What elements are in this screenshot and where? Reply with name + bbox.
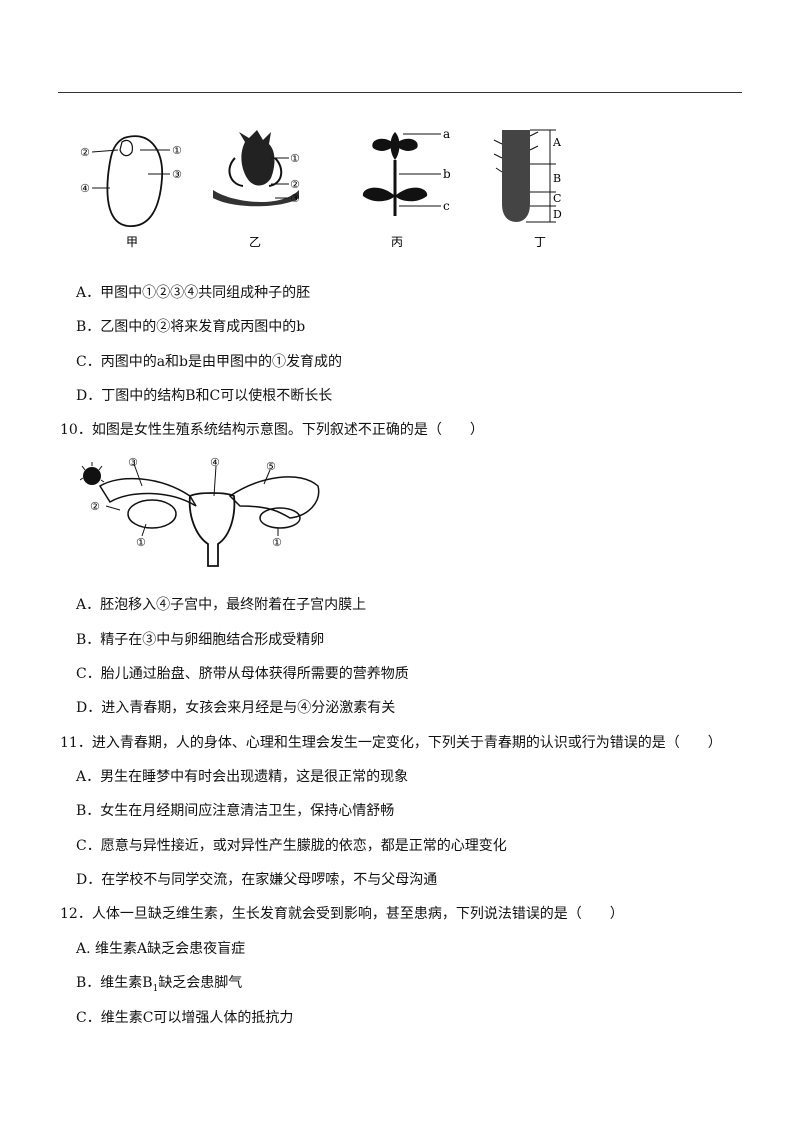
label-2: ② [90,500,100,513]
uterus [188,492,236,567]
label-3: ③ [290,192,300,205]
label-1-right: ① [272,536,282,549]
right-ovary [259,507,301,529]
q11-option-c: C．愿意与异性接近，或对异性产生朦胧的依恋，都是正常的心理变化 [76,838,507,854]
label-c: c [443,199,450,213]
q10-option-b: B．精子在③中与卵细胞结合形成受精卵 [76,632,325,648]
label-4: ④ [80,182,90,195]
q11-option-b: B．女生在月经期间应注意清洁卫生，保持心情舒畅 [76,803,395,819]
right-oviduct [228,476,320,519]
q12-option-b-suffix: 缺乏会患脚气 [158,975,243,991]
label-B: B [553,172,561,185]
caption-bing: 丙 [391,235,403,249]
q11-stem: 11．进入青春期，人的身体、心理和生理会发生一定变化，下列关于青春期的认识或行为… [60,735,722,751]
header-rule [58,92,742,93]
q11-option-d: D．在学校不与同学交流，在家嫌父母啰嗦，不与父母沟通 [76,872,438,888]
q9-option-c: C．丙图中的a和b是由甲图中的①发育成的 [76,354,343,370]
root-body [502,130,530,222]
q9-option-a: A．甲图中①②③④共同组成种子的胚 [76,285,311,301]
figure-jia-seed: ② ① ④ ③ 甲 [80,135,182,249]
embryo-leaves [228,157,283,187]
label-C: C [553,192,561,205]
seed-embryo [119,139,133,157]
label-a: a [443,127,450,141]
label-A: A [552,136,562,149]
figure-ding-roottip: A B C D 丁 [493,129,562,249]
label-D: D [553,208,562,221]
label-3-left: ③ [128,456,138,469]
plant-top-leaf-right [395,138,418,151]
figure-female-reproductive-system: ③ ④ ⑤ ② ① ① [80,456,320,567]
q10-option-c: C．胎儿通过胎盘、脐带从母体获得所需要的营养物质 [76,666,409,682]
embryo-root [213,190,299,207]
label-2: ② [80,146,90,159]
figure-bing-plant: a b c 丙 [362,127,451,249]
caption-yi: 乙 [249,235,261,249]
label-4: ④ [210,456,220,469]
q12-option-b-prefix: B．维生素B [76,975,153,991]
q9-option-b: B．乙图中的②将来发育成丙图中的b [76,319,306,335]
label-1: ① [172,144,182,157]
plant-mid-leaf-right [395,187,428,202]
q10-option-d: D．进入青春期，女孩会来月经是与④分泌激素有关 [76,700,396,716]
label-1-left: ① [136,536,146,549]
caption-ding: 丁 [534,235,546,249]
left-oviduct [98,477,197,507]
plant-top-leaf-left [372,138,395,151]
q12-stem: 12．人体一旦缺乏维生素，生长发育就会受到影响，甚至患病，下列说法错误的是（ ） [60,906,624,922]
seed-outline [106,135,163,227]
q12-option-b: B．维生素B1缺乏会患脚气 [76,974,242,998]
q12-option-b-subscript: 1 [152,983,159,994]
q10-option-a: A．胚泡移入④子宫中，最终附着在子宫内膜上 [76,597,367,613]
q12-option-c: C．维生素C可以增强人体的抵抗力 [76,1010,294,1026]
label-1: ① [290,152,300,165]
plant-mid-leaf-left [362,187,395,202]
ovary-follicle [83,467,101,485]
label-3: ③ [172,168,182,181]
label-5: ⑤ [266,460,276,473]
q12-option-a: A. 维生素A缺乏会患夜盲症 [76,941,246,957]
figure-yi-embryo: ① ② ③ 乙 [213,130,300,249]
q9-option-d: D．丁图中的结构B和C可以使根不断长长 [76,388,333,404]
q11-option-a: A．男生在睡梦中有时会出现遗精，这是很正常的现象 [76,769,409,785]
label-2: ② [290,178,300,191]
embryo-body [239,130,275,186]
caption-jia: 甲 [126,235,138,249]
left-ovary [127,499,177,529]
q10-stem: 10．如图是女性生殖系统结构示意图。下列叙述不正确的是（ ） [60,422,484,438]
label-b: b [443,167,451,181]
plant-bud [390,132,400,160]
